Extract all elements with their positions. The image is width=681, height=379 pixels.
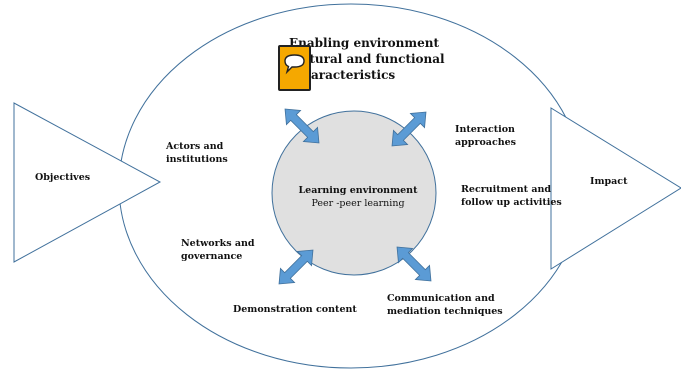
- actors-label-line1: Actors and: [166, 141, 224, 152]
- recruitment-label-line2: follow up activities: [461, 197, 562, 208]
- double-headed-arrow-icon-bottom-right: [396, 246, 432, 282]
- interaction-label-line1: Interaction: [455, 124, 515, 135]
- networks-label-line1: Networks and: [181, 238, 255, 249]
- enabling-environment-title-line3: aracteristics: [311, 68, 396, 82]
- double-headed-arrow-icon-top-right: [391, 111, 427, 147]
- double-headed-arrow-icon-top-left: [284, 108, 320, 144]
- recruitment-label-line1: Recruitment and: [461, 184, 552, 195]
- demonstration-label: Demonstration content: [233, 304, 357, 315]
- speech-bubble-icon: [284, 54, 305, 75]
- impact-triangle: [550, 107, 681, 270]
- enabling-environment-title-line1: Enabling environment: [289, 36, 439, 50]
- impact-label: Impact: [590, 176, 628, 187]
- learning-environment-circle: [271, 110, 437, 276]
- learning-environment-title: Learning environment: [298, 185, 418, 196]
- comment-icon[interactable]: [278, 45, 311, 91]
- actors-label-line2: institutions: [166, 154, 228, 165]
- objectives-label: Objectives: [35, 172, 91, 183]
- communication-label-line1: Communication and: [387, 293, 495, 304]
- interaction-label-line2: approaches: [455, 137, 517, 148]
- double-headed-arrow-icon-bottom-left: [278, 249, 314, 285]
- enabling-environment-title-line2: ructural and functional: [287, 52, 445, 66]
- learning-environment-subtitle: Peer -peer learning: [311, 198, 405, 209]
- communication-label-line2: mediation techniques: [387, 306, 503, 317]
- objectives-triangle: [13, 102, 162, 263]
- networks-label-line2: governance: [181, 251, 243, 262]
